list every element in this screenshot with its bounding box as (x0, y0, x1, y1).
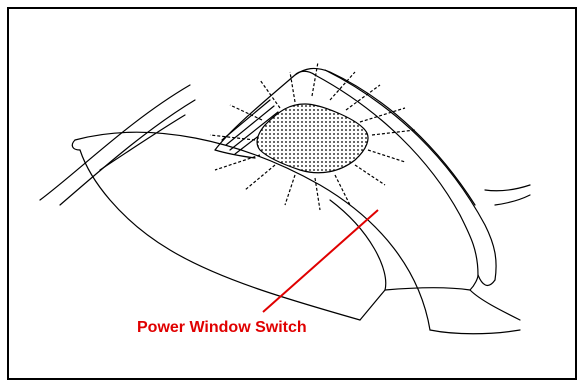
callout-leader-line (262, 209, 379, 313)
figure-frame (7, 7, 577, 380)
callout-label: Power Window Switch (137, 319, 307, 336)
door-armrest-drawing (39, 67, 531, 335)
power-window-switch-pad (256, 103, 369, 174)
highlight-burst-rays (209, 61, 416, 211)
